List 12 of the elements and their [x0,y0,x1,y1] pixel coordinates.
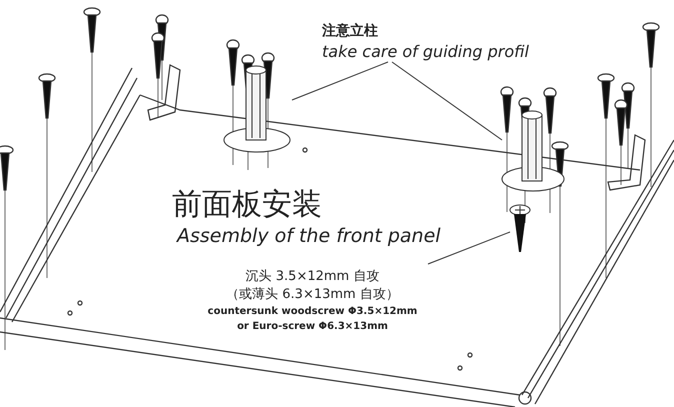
note-text: take care of guiding profil [322,41,530,62]
screw-spec-text: or Euro-screw Φ6.3×13mm [236,320,389,334]
heading-subtitle: Assembly of the front panel [177,226,441,248]
heading-text: 前面板安装 [172,188,322,222]
leader-line [428,232,510,264]
screw-spec-text: countersunk woodscrew Φ3.5×12mm [206,305,418,319]
note-text: 注意立柱 [322,22,379,41]
screw-spec-text: 沉头 3.5×12mm 自攻 [244,268,380,286]
leader-line [392,62,502,140]
screw-icon [508,204,532,254]
screw-spec-text: （或薄头 6.3×13mm 自攻） [225,286,400,304]
leader-line [292,62,388,100]
